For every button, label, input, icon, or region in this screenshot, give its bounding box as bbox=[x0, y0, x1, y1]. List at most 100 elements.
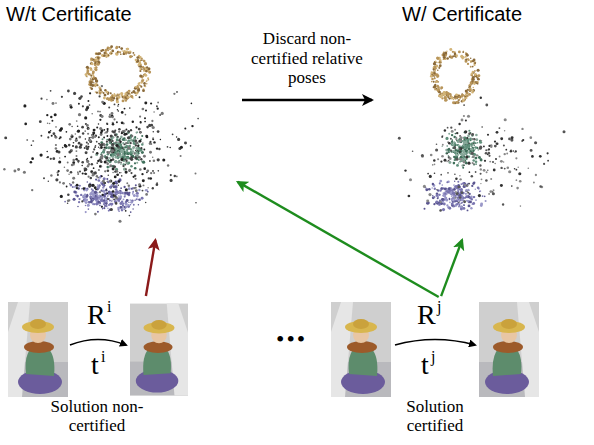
cloud-point bbox=[110, 92, 112, 94]
cloud-point bbox=[195, 173, 197, 175]
cloud-point bbox=[94, 198, 96, 200]
cloud-point bbox=[124, 196, 126, 198]
cloud-point bbox=[108, 107, 110, 109]
cloud-point bbox=[102, 200, 104, 202]
cloud-point bbox=[106, 166, 109, 169]
cloud-point bbox=[145, 202, 147, 204]
cloud-point bbox=[90, 67, 92, 69]
cloud-point bbox=[101, 143, 104, 146]
cloud-point bbox=[462, 100, 464, 102]
cloud-point bbox=[428, 188, 431, 191]
cloud-point bbox=[127, 162, 130, 165]
cloud-point bbox=[118, 148, 120, 150]
cloud-point bbox=[158, 148, 161, 151]
cloud-point bbox=[140, 68, 142, 70]
cloud-point bbox=[101, 194, 103, 196]
cloud-point bbox=[145, 189, 148, 192]
cloud-point bbox=[135, 152, 137, 154]
cloud-point bbox=[105, 131, 108, 134]
cloud-point bbox=[91, 84, 94, 87]
cloud-point bbox=[150, 102, 152, 104]
cloud-point bbox=[472, 90, 474, 92]
cloud-point bbox=[97, 160, 99, 162]
cloud-point bbox=[473, 59, 476, 62]
cloud-point bbox=[82, 172, 84, 174]
cloud-point bbox=[82, 132, 85, 135]
cloud-point bbox=[49, 123, 51, 125]
cloud-point bbox=[117, 51, 120, 54]
cloud-point bbox=[136, 148, 138, 150]
cloud-point bbox=[60, 127, 62, 129]
cloud-point bbox=[103, 187, 105, 189]
cloud-point bbox=[120, 53, 122, 55]
cloud-point bbox=[131, 139, 133, 141]
cloud-point bbox=[136, 195, 139, 198]
cloud-point bbox=[95, 189, 97, 191]
cloud-point bbox=[55, 144, 57, 146]
cloud-point bbox=[127, 153, 129, 155]
cloud-point bbox=[471, 72, 474, 75]
cloud-point bbox=[75, 139, 78, 142]
cloud-point bbox=[134, 140, 137, 143]
cloud-point bbox=[64, 167, 66, 169]
cloud-point bbox=[114, 103, 116, 105]
cloud-point bbox=[141, 151, 143, 153]
cloud-point bbox=[462, 51, 464, 53]
cloud-point bbox=[106, 141, 108, 143]
cloud-point bbox=[48, 131, 51, 134]
cloud-point bbox=[31, 157, 34, 160]
cloud-point bbox=[111, 205, 113, 207]
cloud-point bbox=[81, 126, 84, 129]
cloud-point bbox=[139, 74, 142, 77]
cloud-point bbox=[457, 190, 459, 192]
cloud-point bbox=[108, 54, 110, 56]
cloud-point bbox=[120, 149, 122, 151]
cloud-point bbox=[31, 144, 33, 146]
cloud-point bbox=[148, 71, 151, 74]
cloud-point bbox=[125, 52, 128, 55]
cloud-point bbox=[122, 206, 124, 208]
cloud-point bbox=[99, 127, 102, 130]
cloud-point bbox=[106, 52, 107, 53]
cloud-point bbox=[111, 184, 113, 186]
cloud-point bbox=[473, 87, 475, 89]
cloud-point bbox=[142, 179, 145, 182]
cloud-point bbox=[81, 200, 83, 202]
cloud-point bbox=[105, 91, 108, 94]
cloud-point bbox=[24, 123, 27, 126]
cloud-point bbox=[454, 181, 455, 182]
cloud-point bbox=[60, 127, 63, 130]
cloud-point bbox=[116, 100, 119, 103]
cloud-point bbox=[482, 195, 484, 197]
cloud-point bbox=[110, 51, 112, 53]
cloud-point bbox=[132, 208, 133, 209]
cloud-point bbox=[59, 136, 61, 138]
cloud-point bbox=[126, 199, 129, 202]
cloud-point bbox=[78, 113, 81, 116]
cloud-point bbox=[138, 189, 140, 191]
cloud-point bbox=[93, 167, 95, 169]
cloud-point bbox=[125, 188, 128, 191]
cloud-point bbox=[439, 93, 441, 95]
cloud-point bbox=[125, 99, 127, 101]
cloud-point bbox=[111, 199, 112, 200]
cloud-point bbox=[479, 191, 481, 193]
cloud-point bbox=[475, 163, 477, 165]
cloud-point bbox=[139, 62, 141, 64]
cloud-point bbox=[451, 139, 453, 141]
cloud-point bbox=[120, 164, 122, 166]
cloud-point bbox=[143, 149, 145, 151]
cloud-point bbox=[117, 150, 120, 153]
cloud-point bbox=[118, 220, 121, 223]
cloud-point bbox=[128, 130, 130, 132]
cloud-point bbox=[118, 195, 119, 196]
cloud-point bbox=[91, 62, 94, 65]
cloud-point bbox=[67, 193, 69, 195]
cloud-point bbox=[102, 208, 103, 209]
cloud-point bbox=[95, 91, 96, 92]
cloud-point bbox=[147, 187, 148, 188]
cloud-point bbox=[94, 62, 96, 64]
cloud-point bbox=[70, 171, 73, 174]
cloud-point bbox=[432, 196, 435, 199]
cloud-point bbox=[92, 70, 95, 73]
